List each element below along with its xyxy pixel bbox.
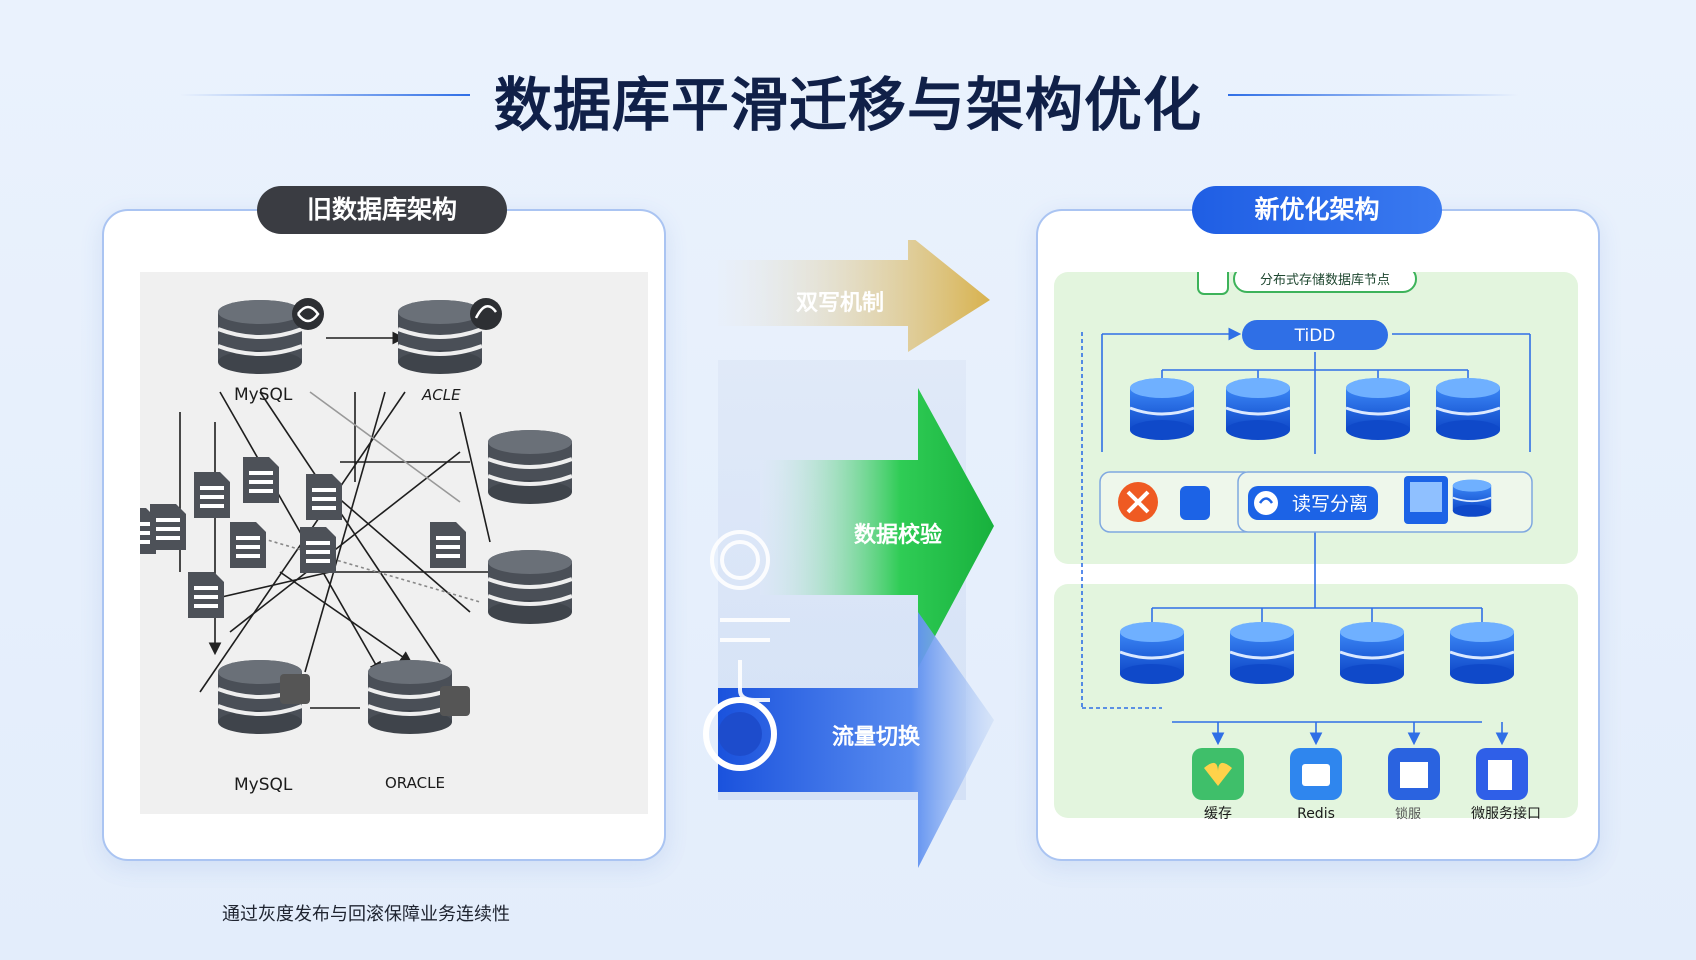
tidb-node-3-icon xyxy=(1344,376,1412,442)
upper-connections xyxy=(1101,327,1531,608)
old-architecture-label: 旧数据库架构 xyxy=(257,186,507,234)
service-label-api: 微服务接口 xyxy=(1471,805,1541,820)
oracle-db-bottom-icon xyxy=(366,658,454,736)
caption-text: 通过灰度发布与回滚保障业务连续性 xyxy=(222,904,510,925)
db-label-oracle-bottom: ORACLE xyxy=(385,774,445,792)
rw-split-label: 读写分离 xyxy=(1292,493,1368,515)
switch-ring-icon xyxy=(703,697,777,771)
traffic-switch-arrow xyxy=(718,612,994,868)
title-divider-right xyxy=(1228,94,1518,96)
tidb-node-1-icon xyxy=(1128,376,1196,442)
storage-node-4-icon xyxy=(1448,620,1516,686)
tidd-hub-label: TiDD xyxy=(1294,326,1336,346)
sync-icon xyxy=(1254,491,1278,515)
doc-icon-2 xyxy=(243,457,279,503)
tidd-hub xyxy=(1242,320,1388,350)
service-label-redis: Redis xyxy=(1297,806,1335,820)
tidb-node-2-icon xyxy=(1224,376,1292,442)
tangled-connections xyxy=(179,331,500,709)
db-label-mysql-bottom: MySQL xyxy=(234,775,293,795)
page-title: 数据库平滑迁移与架构优化 xyxy=(493,71,1202,139)
doc-icon-8 xyxy=(188,572,224,618)
migration-transitions: 双写机制 数据校验 流量切换 xyxy=(700,240,1010,880)
doc-icon-1 xyxy=(194,472,230,518)
sync-badge-icon xyxy=(280,674,310,704)
stacked-db-right-lower-icon xyxy=(486,548,574,626)
storage-node-1-icon xyxy=(1118,620,1186,686)
rw-split-pill xyxy=(1248,486,1378,520)
link-badge-icon xyxy=(440,686,470,716)
verify-arrow xyxy=(760,388,994,668)
traffic-switch-label: 流量切换 xyxy=(832,724,921,750)
db-label-mysql-top: MySQL xyxy=(234,385,293,405)
storage-node-2-icon xyxy=(1228,620,1296,686)
new-architecture-diagram: 分布式存储数据库节点 TiDD xyxy=(1052,263,1580,822)
service-label-lock: 锁服 xyxy=(1395,806,1421,820)
tidb-node-4-icon xyxy=(1434,376,1502,442)
lower-connections xyxy=(1081,332,1509,746)
new-diagram-svg: 分布式存储数据库节点 TiDD xyxy=(1054,263,1578,822)
mysql-badge-icon xyxy=(292,298,324,330)
old-architecture-diagram: MySQL ACLE MySQL ORACLE xyxy=(120,272,648,814)
fingerprint-icon xyxy=(710,530,790,702)
node-tag-icon xyxy=(1197,263,1229,295)
mysql-db-top-icon xyxy=(216,298,304,376)
service-label-cache: 缓存 xyxy=(1204,806,1232,820)
title-area: 数据库平滑迁移与架构优化 xyxy=(0,50,1696,140)
title-divider-left xyxy=(180,94,470,96)
dual-write-label: 双写机制 xyxy=(796,291,884,316)
doc-icon-5 xyxy=(230,522,266,568)
verify-label: 数据校验 xyxy=(854,522,942,548)
storage-icon xyxy=(1180,486,1210,520)
doc-icon-6 xyxy=(300,527,336,573)
oracle-badge-icon xyxy=(470,298,502,330)
doc-icon-3 xyxy=(306,474,342,520)
new-architecture-label: 新优化架构 xyxy=(1192,186,1442,234)
doc-icon-7 xyxy=(430,522,466,568)
old-diagram-svg: MySQL ACLE MySQL ORACLE xyxy=(120,298,574,795)
dual-write-arrow xyxy=(718,240,990,352)
oracle-db-top-icon xyxy=(396,298,484,376)
lower-cluster-zone xyxy=(1054,584,1578,818)
stacked-db-right-icon xyxy=(486,428,574,506)
header-tag-label: 分布式存储数据库节点 xyxy=(1260,272,1390,288)
transition-arrows-svg: 双写机制 数据校验 流量切换 xyxy=(703,240,994,868)
db-label-oracle-top: ACLE xyxy=(421,386,461,404)
storage-node-3-icon xyxy=(1338,620,1406,686)
mini-db-icon xyxy=(1451,478,1493,518)
